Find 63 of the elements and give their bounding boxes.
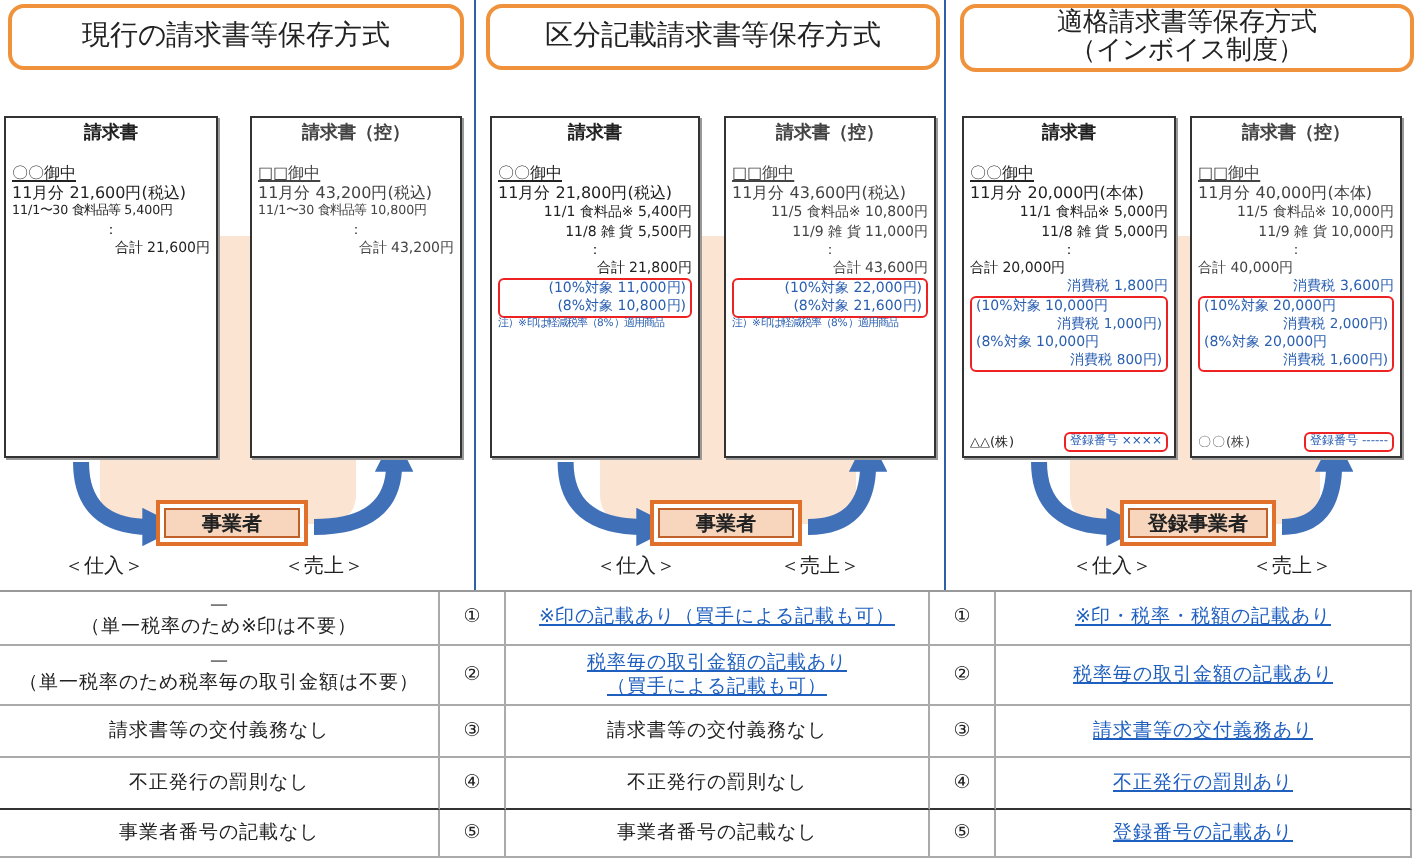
document-heading: 請求書 — [82, 124, 140, 148]
circled-number: ⑤ — [463, 821, 481, 845]
document-heading: 請求書（控） — [300, 124, 412, 148]
title-box: 区分記載請求書等保存方式 — [486, 4, 940, 70]
document-heading: 請求書（控） — [774, 124, 886, 148]
flow-label: ＜仕入＞ — [596, 553, 676, 580]
requirement-text: 不正発行の罰則なし — [627, 771, 807, 795]
business-box: 事業者 — [650, 500, 802, 546]
invoice-document — [4, 116, 218, 458]
dash-mark: — — [210, 654, 228, 673]
circled-number: ⑤ — [953, 821, 971, 845]
invoice-document — [962, 116, 1176, 458]
requirement-text: 請求書等の交付義務なし — [109, 719, 329, 743]
requirement-text: （単一税率のため※印は不要） — [81, 615, 357, 639]
requirement-text: 事業者番号の記載なし — [617, 821, 817, 845]
addressee-text: □□御中 — [1198, 163, 1263, 185]
flow-label: ＜仕入＞ — [64, 553, 144, 580]
title-box: 現行の請求書等保存方式 — [8, 4, 464, 70]
amount-text: 11月分 21,800円(税込) — [498, 184, 674, 204]
requirement-text: 事業者番号の記載なし — [119, 821, 319, 845]
requirement-link: 税率毎の取引金額の記載あり — [1073, 663, 1333, 687]
addressee-text: 〇〇御中 — [498, 163, 564, 185]
document-heading: 請求書 — [1040, 124, 1098, 148]
circled-number: ① — [463, 606, 481, 630]
circled-number: ④ — [953, 771, 971, 795]
requirement-text: （単一税率のため税率毎の取引金額は不要） — [19, 672, 419, 696]
addressee-text: □□御中 — [732, 163, 797, 185]
invoice-document — [724, 116, 936, 458]
addressee-text: 〇〇御中 — [12, 163, 78, 185]
addressee-text: □□御中 — [258, 163, 323, 185]
requirement-link: ※印・税率・税額の記載あり — [1075, 606, 1331, 630]
amount-text: 11月分 21,600円(税込) — [12, 184, 188, 203]
title-box: 適格請求書等保存方式（インボイス制度） — [960, 4, 1414, 72]
invoice-document — [1190, 116, 1402, 458]
flow-label: ＜売上＞ — [1252, 553, 1332, 580]
business-box: 事業者 — [156, 500, 308, 546]
requirement-link: 登録番号の記載あり — [1113, 821, 1293, 845]
requirement-text: 請求書等の交付義務なし — [607, 719, 827, 743]
flow-label: ＜仕入＞ — [1072, 553, 1152, 580]
document-heading: 請求書（控） — [1240, 124, 1352, 148]
circled-number: ② — [953, 663, 971, 687]
addressee-text: 〇〇御中 — [970, 163, 1036, 185]
circled-number: ③ — [463, 719, 481, 743]
circled-number: ④ — [463, 771, 481, 795]
requirement-text: 不正発行の罰則なし — [129, 771, 309, 795]
circled-number: ② — [463, 663, 481, 687]
requirement-link: ※印の記載あり（買手による記載も可） — [539, 606, 895, 630]
circled-number: ① — [953, 606, 971, 630]
invoice-document — [490, 116, 700, 458]
flow-label: ＜売上＞ — [780, 553, 860, 580]
amount-text: 11月分 43,200円(税込) — [258, 184, 434, 203]
requirement-link: 請求書等の交付義務あり — [1093, 719, 1313, 743]
circled-number: ③ — [953, 719, 971, 743]
amount-text: 11月分 40,000円(本体) — [1198, 184, 1374, 204]
requirement-link: 不正発行の罰則あり — [1113, 771, 1293, 795]
amount-text: 11月分 20,000円(本体) — [970, 184, 1146, 204]
amount-text: 11月分 43,600円(税込) — [732, 184, 908, 204]
document-heading: 請求書 — [566, 124, 624, 148]
invoice-document — [250, 116, 462, 458]
dash-mark: — — [210, 597, 228, 616]
flow-label: ＜売上＞ — [284, 553, 364, 580]
business-box: 登録事業者 — [1120, 500, 1276, 546]
requirement-link: 税率毎の取引金額の記載あり（買手による記載も可） — [584, 652, 849, 698]
